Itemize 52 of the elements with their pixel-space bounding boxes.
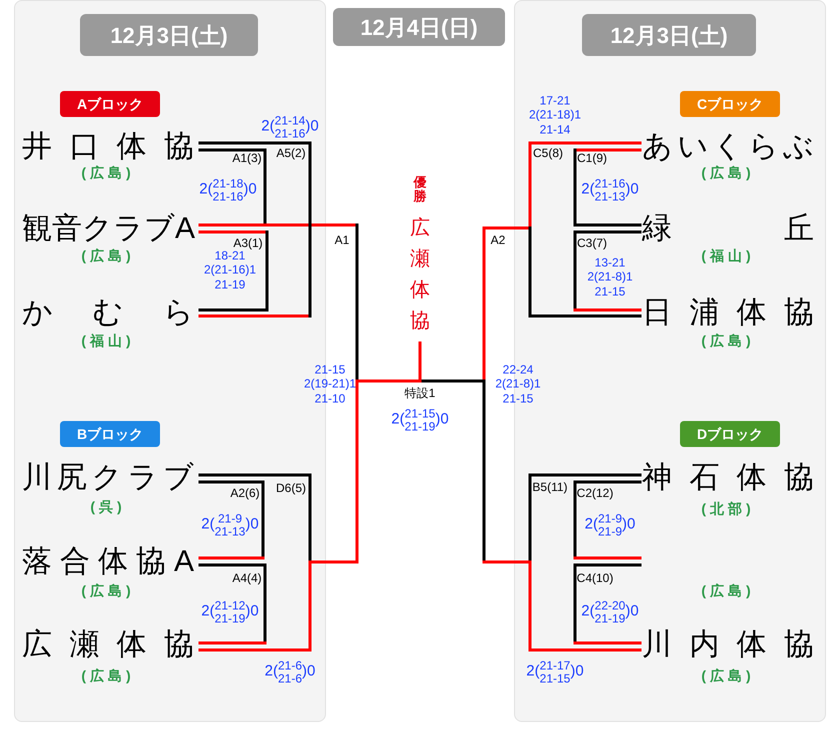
team-name: 日浦体協 [642,298,814,328]
match-code: A2 [490,232,506,249]
match-code: B5(11) [532,479,568,496]
team-name: かむら [22,298,194,328]
date-header: 12月3日(土) [582,14,756,56]
match-code: C3(7) [577,235,607,252]
team-name: 神石体協 [642,463,814,493]
team-name: 井口体協 [22,132,194,162]
team-name: 緑丘 [642,214,814,244]
match-code: D6(5) [276,480,306,497]
team-name: 広瀬体協 [22,630,194,660]
block-badge: Dブロック [680,421,780,447]
match-code: C5(8) [533,145,563,162]
team-location: (北部) [701,500,755,518]
match-code: A5(2) [276,145,306,162]
team-location: (広島) [701,666,755,686]
team-name: 落合体協A [22,547,194,577]
team-name: 川内体協 [642,630,814,660]
match-score: 21-15 2(19-21)1 21-10 [302,362,358,406]
match-code: C1(9) [577,150,607,167]
block-badge: Cブロック [680,91,780,117]
team-name: 川尻クラブ [22,463,194,493]
team-location: (広島) [81,164,135,182]
team-location: (広島) [81,582,135,600]
match-score: 13-21 2(21-8)1 21-15 [586,255,634,299]
match-code: 特設1 [404,385,436,402]
team-location: (広島) [701,582,755,600]
match-code: C4(10) [576,570,614,587]
match-score: 17-21 2(21-18)1 21-14 [528,93,582,137]
champion-name: 広瀬体協 [410,216,430,334]
team-location: (福山) [701,246,755,266]
team-location: (呉) [90,498,126,516]
team-location: (広島) [81,666,135,686]
team-name: あいくらぶ [642,132,814,162]
block-badge: Bブロック [60,421,160,447]
match-code: C2(12) [576,485,614,502]
match-score: 18-21 2(21-16)1 21-19 [202,248,256,292]
team-location: (広島) [701,332,755,350]
match-code: A1(3) [232,150,262,167]
team-location: (福山) [81,332,135,350]
block-badge: Aブロック [60,91,160,117]
match-code: A4(4) [232,570,262,587]
team-location: (広島) [81,246,135,266]
team-name: 観音クラブA [22,214,194,244]
team-location: (広島) [701,164,755,182]
match-code: A2(6) [230,485,260,502]
match-code: A1 [334,232,350,249]
champion-heading: 優勝 [414,176,426,204]
match-code: A3(1) [233,235,263,251]
match-score: 22-24 2(21-8)1 21-15 [494,362,542,406]
date-header: 12月3日(土) [80,14,258,56]
date-header: 12月4日(日) [333,8,505,46]
